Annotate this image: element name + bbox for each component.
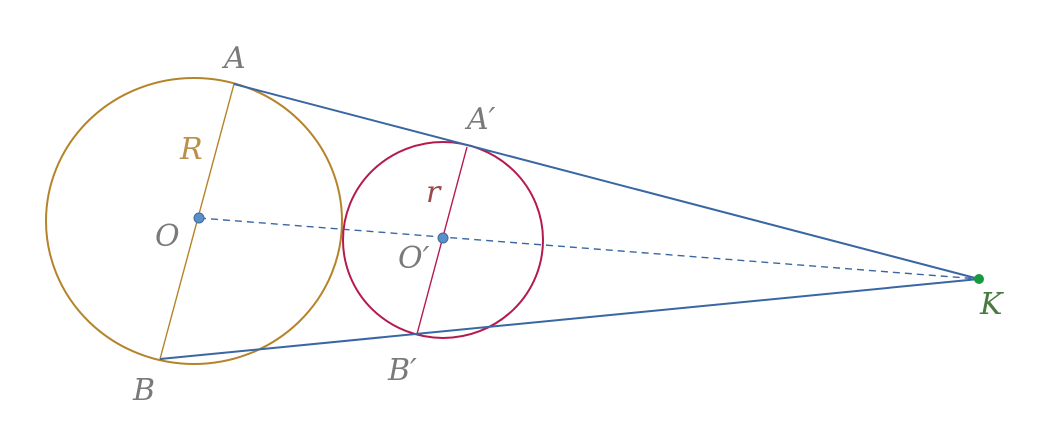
point-k xyxy=(974,274,984,284)
label-b-prime: B′ xyxy=(387,353,417,388)
label-o-prime: O′ xyxy=(398,241,430,276)
tangent-line-b xyxy=(159,278,980,360)
label-b: B xyxy=(132,373,155,408)
big-circle xyxy=(45,77,343,365)
small-circle xyxy=(342,141,544,339)
label-r-small: r xyxy=(426,175,442,210)
center-point-o-prime xyxy=(437,232,449,244)
label-k: K xyxy=(979,287,1004,322)
tangent-line-a xyxy=(233,83,980,280)
label-a-prime: A′ xyxy=(464,102,496,137)
center-point-o xyxy=(193,212,205,224)
label-a: A xyxy=(221,41,246,76)
center-line xyxy=(198,217,980,280)
label-r-big: R xyxy=(179,132,203,167)
label-o: O xyxy=(155,219,180,254)
